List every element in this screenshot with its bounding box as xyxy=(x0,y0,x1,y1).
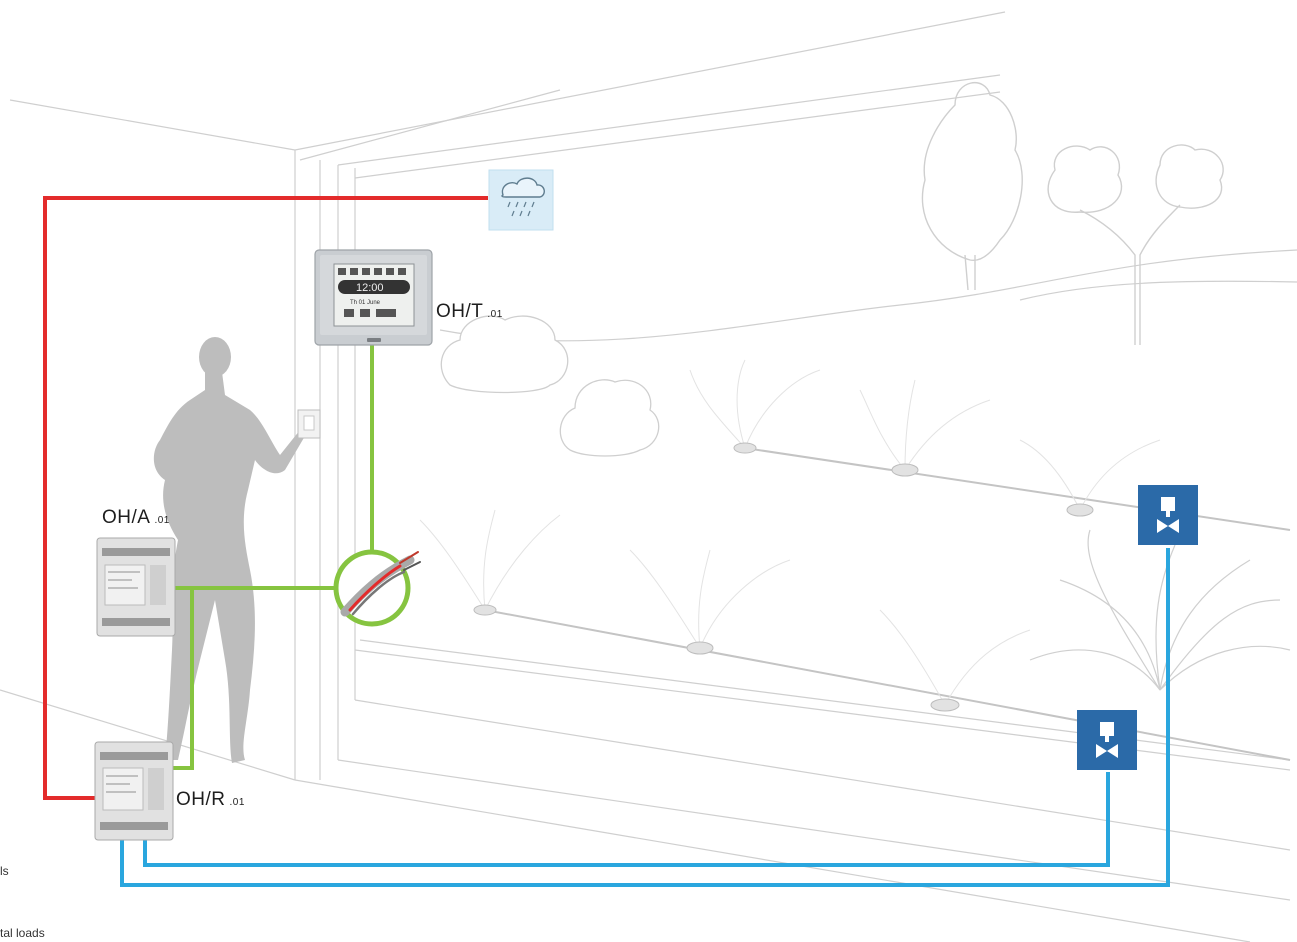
thermostat-label-name: OH/T xyxy=(436,301,484,322)
woman-silhouette xyxy=(153,337,305,763)
thermostat-time: 12:00 xyxy=(356,282,384,294)
sprinkler-lines xyxy=(484,447,1291,761)
valve-box-upper xyxy=(1138,485,1198,545)
receiver-label-name: OH/R xyxy=(176,789,226,810)
thermostat-date: Th 01 June xyxy=(350,300,381,306)
blue-wire xyxy=(120,548,1170,887)
tree-sketch xyxy=(921,82,1224,345)
sprinkler-head xyxy=(1066,503,1094,517)
rain-cloud-icon xyxy=(501,177,545,198)
sprinkler-spray xyxy=(419,359,1161,706)
valve-box-lower xyxy=(1077,710,1137,770)
sprinkler-head xyxy=(891,463,919,477)
green-wire xyxy=(170,345,374,770)
actuator-module xyxy=(96,537,176,637)
thermostat-label-suffix: .01 xyxy=(487,309,503,320)
valve-icon xyxy=(1096,722,1118,758)
legend-text-fragment: tal loads xyxy=(0,926,45,940)
actuator-label: OH/A.01 xyxy=(102,508,170,527)
thermostat-label: OH/T.01 xyxy=(436,302,503,321)
cable-icon xyxy=(340,551,421,617)
sprinkler-head xyxy=(686,641,714,655)
bush-sketch xyxy=(440,315,660,457)
red-wire xyxy=(43,196,488,800)
receiver-label: OH/R.01 xyxy=(176,790,245,809)
actuator-label-suffix: .01 xyxy=(154,515,170,526)
thermostat: 12:00 Th 01 June xyxy=(314,249,433,346)
receiver-label-suffix: .01 xyxy=(229,797,245,808)
sprinkler-head xyxy=(930,698,960,712)
receiver-module xyxy=(94,741,174,841)
sprinkler-heads xyxy=(473,442,1094,712)
legend-text-fragment: ls xyxy=(0,864,9,878)
plant-sketch xyxy=(1029,529,1291,691)
valve-icon xyxy=(1157,497,1179,533)
cable-detail xyxy=(333,549,421,627)
rain-sensor xyxy=(488,169,554,231)
sprinkler-head xyxy=(733,442,757,454)
sprinkler-head xyxy=(473,604,497,616)
actuator-label-name: OH/A xyxy=(102,507,151,528)
landscape-sketch xyxy=(439,249,1297,342)
wall-switch xyxy=(297,409,321,439)
